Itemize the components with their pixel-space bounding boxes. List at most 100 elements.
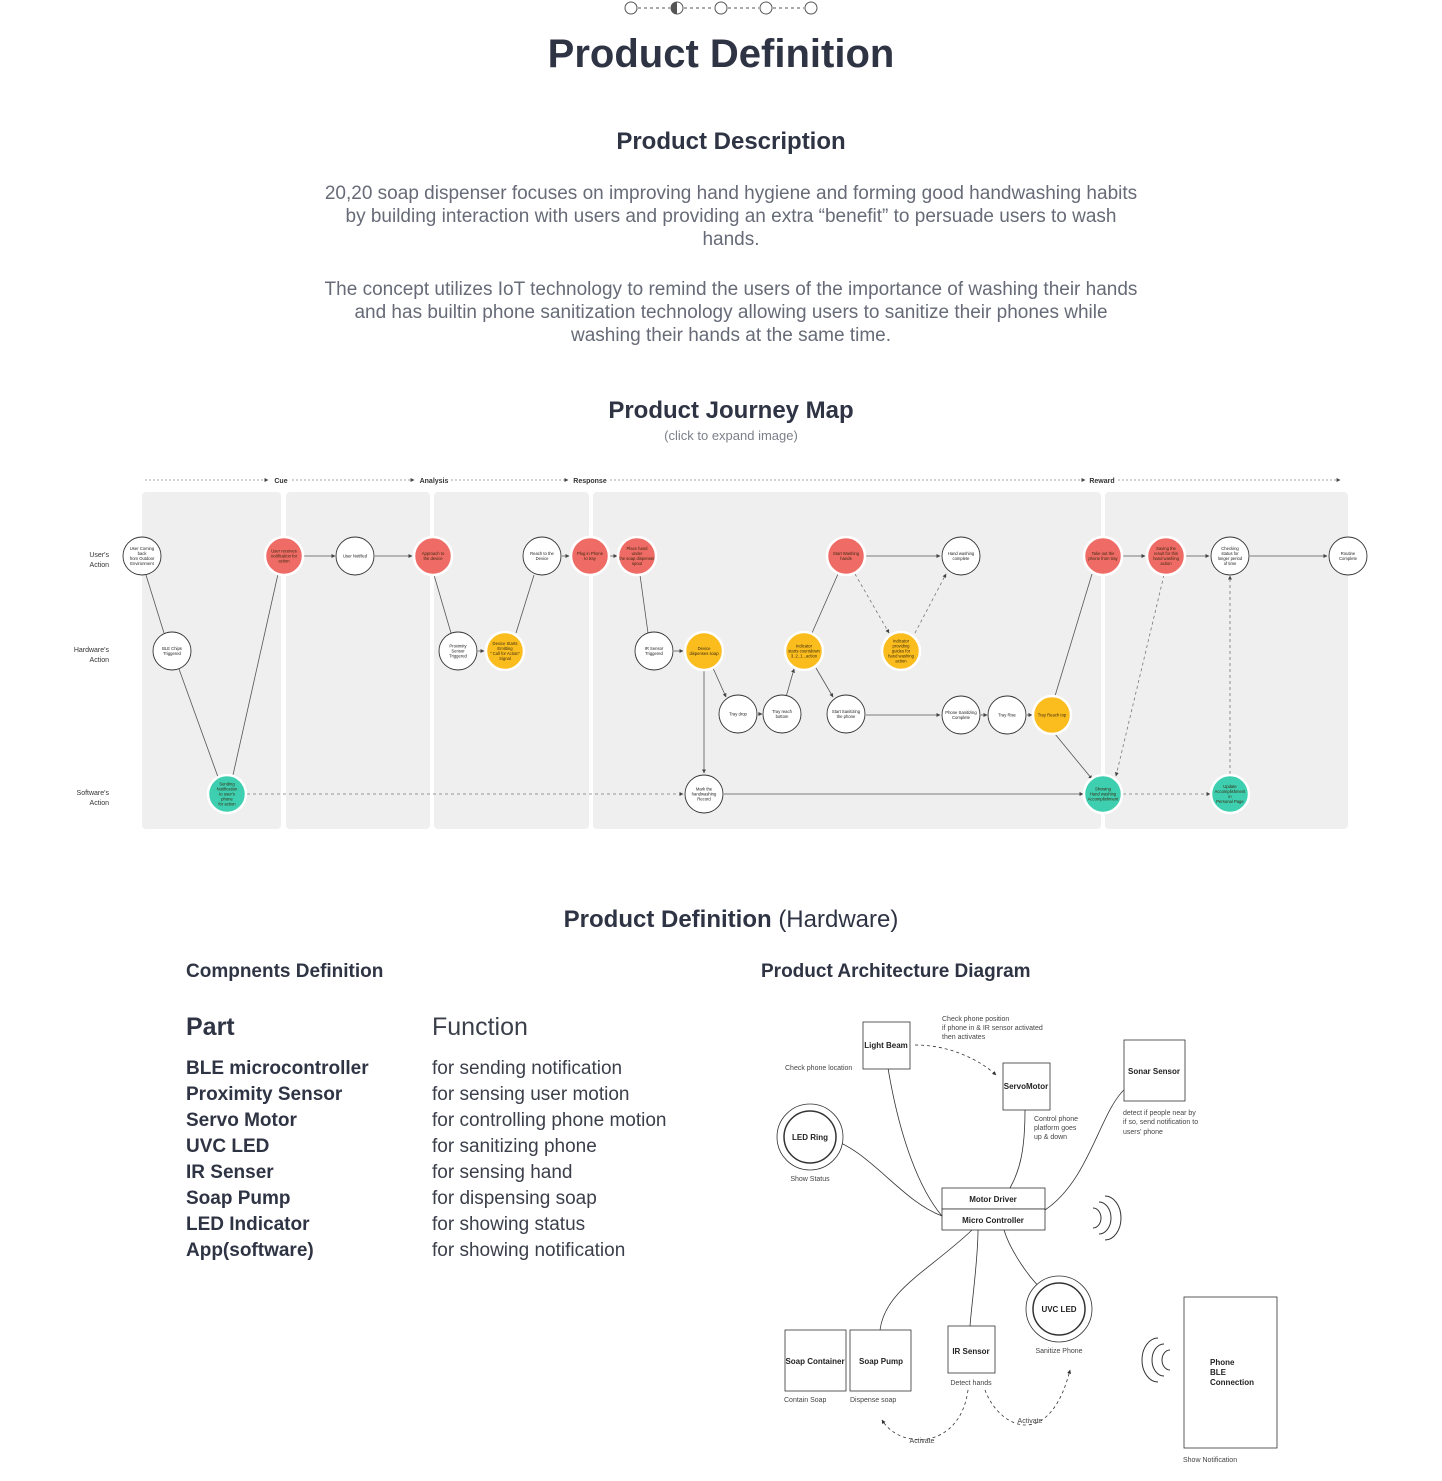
journey-node-circle [1328,536,1368,576]
journey-node-circle [1082,773,1124,815]
journey-node-circle [880,630,922,672]
function-column-header: Function [432,1013,528,1041]
journey-node-circle [1082,535,1124,577]
phone-ble-label: Phone BLE Connection [1210,1358,1254,1387]
soap-container-box [784,1329,847,1392]
hardware-title-normal: (Hardware) [778,906,899,933]
phase-label-cue: Cue [274,478,287,485]
servo-note: Check phone position if phone in & IR se… [942,1016,1045,1041]
journey-node-circle [941,695,981,735]
journey-node-label: Tray drop [729,712,747,717]
step-dot-1[interactable] [624,1,638,15]
journey-dashed-edges [247,573,1232,796]
page-title: Product Definition [547,32,895,76]
journey-node-circle [263,535,305,577]
journey-node-circle [684,774,724,814]
ir-sensor-box [947,1325,996,1374]
journey-node-circle [634,631,674,671]
phase-label-response: Response [573,478,607,485]
journey-node-circle [1145,535,1187,577]
phase-label-analysis: Analysis [420,478,449,485]
journey-node-label: User Notified [343,554,368,559]
step-dot-5[interactable] [804,1,818,15]
phone-ble-box [1183,1296,1278,1449]
soap-pump-box [849,1329,912,1392]
micro-controller-box [941,1208,1046,1231]
led-ring-inner [783,1110,837,1164]
soap-pump-label: Soap Pump [859,1357,903,1366]
journey-node-circle [718,694,758,734]
component-part: LED Indicator [186,1214,310,1235]
led-ring-label: LED Ring [792,1133,828,1142]
component-function: for controlling phone motion [432,1110,667,1131]
component-part: App(software) [186,1240,314,1261]
phase-panel-analysis-a [286,492,430,829]
phase-label-reward: Reward [1089,478,1114,485]
component-part: Proximity Sensor [186,1084,343,1105]
journey-node-circle [1209,773,1251,815]
component-function: for showing status [432,1214,586,1235]
journey-node-circle [335,536,375,576]
step-dot-2-current[interactable] [670,1,684,15]
journey-node: Tray drop [718,694,758,734]
journey-map-title: Product Journey Map [608,397,854,424]
journey-node-circle [616,535,658,577]
journey-node: Tray Reach top [1031,694,1073,736]
description-paragraph-1: 20,20 soap dispenser focuses on improvin… [324,183,1138,250]
step-dot-4[interactable] [759,1,773,15]
component-function: for showing notification [432,1240,626,1261]
motor-driver-label: Motor Driver [969,1195,1017,1204]
journey-node-circle [941,536,981,576]
journey-node-circle [152,631,192,671]
components-definition-title: Compnents Definition [186,961,384,982]
servo-motor-box [1002,1062,1051,1111]
activate-label-1: Activate [910,1438,935,1445]
soap-container-caption: Contain Soap [784,1397,827,1404]
servo-motor-label: ServoMotor [1004,1082,1048,1091]
journey-node-circle [987,695,1027,735]
journey-node: User Notified [335,536,375,576]
light-beam-box [862,1021,911,1070]
light-beam-note: Check phone location [785,1065,852,1072]
uvc-led-caption: Sanitize Phone [1035,1348,1082,1355]
soap-container-label: Soap Container [785,1357,844,1366]
journey-node-circle [1210,536,1250,576]
journey-node-circle [484,630,526,672]
soap-pump-caption: Dispense soap [850,1397,896,1404]
step-dot-3[interactable] [714,1,728,15]
component-function: for sanitizing phone [432,1136,597,1157]
component-function: for sending notification [432,1058,623,1079]
